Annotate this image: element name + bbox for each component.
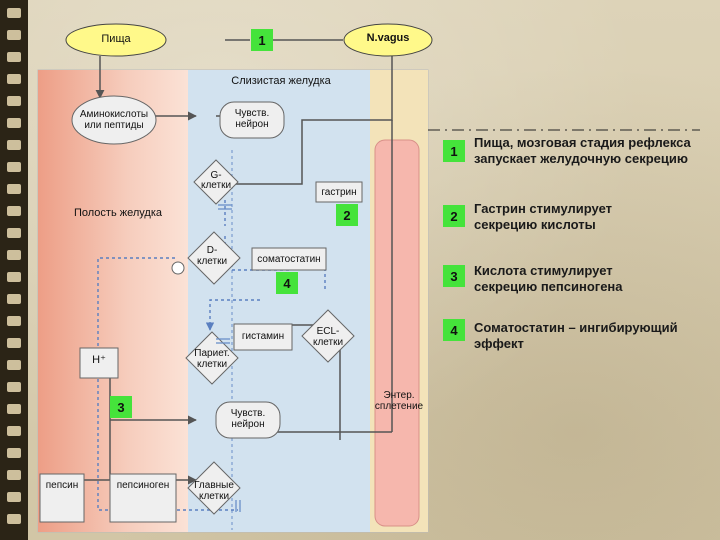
chief-cell-node [187, 461, 241, 515]
legend-num-3: 3 [443, 265, 465, 287]
legend-text-1-line2: запускает желудочную секрецию [474, 151, 688, 166]
enteric-label-2: сплетение [374, 401, 424, 412]
mucosa-label: Слизистая желудка [231, 75, 331, 87]
legend-text-3-line1: Кислота стимулирует [474, 263, 613, 278]
amino-label-2: или пептиды [84, 120, 144, 131]
diagram-marker-2: 2 [336, 204, 358, 226]
cavity-label: Полость желудка [73, 207, 163, 219]
diagram-marker-4: 4 [276, 272, 298, 294]
legend-num-4: 4 [443, 319, 465, 341]
film-strip [0, 0, 28, 540]
vagus-label: N.vagus [366, 32, 410, 44]
pepsin-node [39, 473, 85, 523]
enteric-label-1: Энтер. [383, 390, 415, 401]
food-node [65, 23, 167, 57]
enteric-plexus-bar [374, 139, 420, 527]
somatostatin-node [251, 247, 327, 271]
mucosa-region [188, 70, 370, 532]
d-cell-label-1: D- [206, 245, 218, 256]
sensory-2-label-1: Чувств. [230, 408, 266, 419]
legend-text-2: Гастрин стимулирует секрецию кислоты [474, 201, 612, 233]
legend-text-3-line2: секрецию пепсиногена [474, 279, 623, 294]
food-label: Пища [101, 33, 131, 45]
inhibition-circle [171, 261, 185, 275]
gastrin-label: гастрин [321, 187, 357, 198]
legend-text-2-line1: Гастрин стимулирует [474, 201, 613, 216]
histamine-label: гистамин [241, 331, 285, 342]
g-cell-label-1: G- [210, 170, 222, 181]
pepsinogen-node [109, 473, 177, 523]
gastrin-node [315, 181, 363, 203]
sensory-label-1: Чувств. [234, 108, 270, 119]
lumen-region [38, 70, 188, 532]
pepsin-label: пепсин [45, 480, 79, 491]
amino-label-1: Аминокислоты [79, 109, 149, 120]
legend-text-4-line2: эффект [474, 336, 524, 351]
diagram-marker-3: 3 [110, 396, 132, 418]
vagus-node [343, 23, 433, 57]
pepsinogen-label: пепсиноген [116, 480, 170, 491]
ecl-label-1: ECL- [316, 326, 340, 337]
legend-text-4-line1: Соматостатин – ингибирующий [474, 320, 678, 335]
parietal-label-2: клетки [196, 359, 228, 370]
legend-text-4: Соматостатин – ингибирующий эффект [474, 320, 678, 352]
sensory-neuron-2-node [215, 401, 281, 439]
d-cell-node [187, 231, 241, 285]
d-cell-label-2: клетки [196, 256, 228, 267]
chief-label-2: клетки [198, 491, 230, 502]
g-cell-label-2: клетки [200, 180, 232, 191]
histamine-node [233, 323, 293, 351]
sensory-label-2: нейрон [235, 119, 269, 130]
somatostatin-label: соматостатин [257, 254, 321, 265]
parietal-cell-node [185, 331, 239, 385]
amino-node [71, 95, 157, 145]
diagram-marker-1: 1 [251, 29, 273, 51]
legend-text-2-line2: секрецию кислоты [474, 217, 596, 232]
hplus-node [79, 347, 119, 379]
legend-text-1-line1: Пища, мозговая стадия рефлекса [474, 135, 691, 150]
ecl-cell-node [301, 309, 355, 363]
legend-num-2: 2 [443, 205, 465, 227]
legend-text-1: Пища, мозговая стадия рефлекса запускает… [474, 135, 691, 167]
parietal-label-1: Париет. [194, 348, 230, 359]
sensory-neuron-node [219, 101, 285, 139]
legend-num-1: 1 [443, 140, 465, 162]
sensory-2-label-2: нейрон [231, 419, 265, 430]
chief-label-1: Главные [194, 480, 234, 491]
ecl-label-2: клетки [312, 337, 344, 348]
hplus-label: H⁺ [92, 354, 106, 366]
legend-text-3: Кислота стимулирует секрецию пепсиногена [474, 263, 623, 295]
g-cell-node [193, 159, 239, 205]
